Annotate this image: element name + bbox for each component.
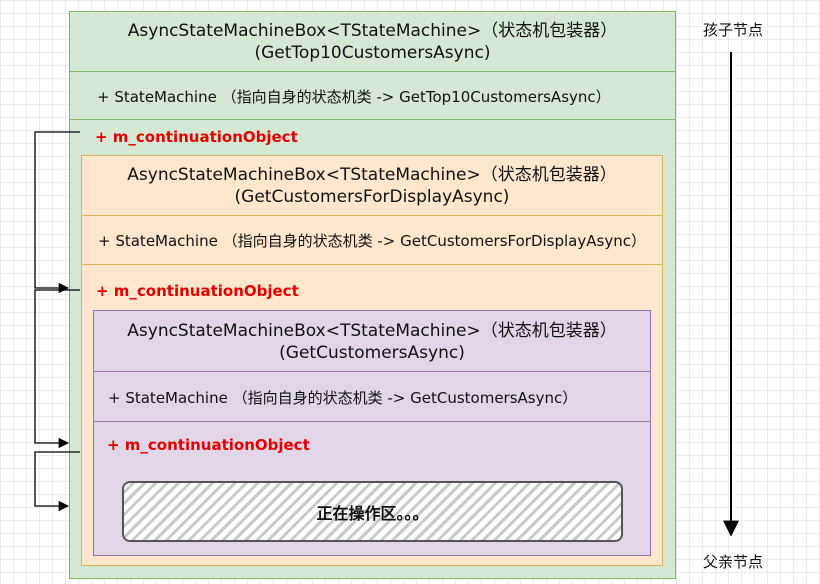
arrow-middle-to-inner — [34, 289, 80, 449]
middle-state-machine-field: + StateMachine （指向自身的状态机类 -> GetCustomer… — [98, 232, 646, 250]
working-area: 正在操作区。。。 — [122, 481, 623, 542]
outer-state-machine-field: + StateMachine （指向自身的状态机类 -> GetTop10Cus… — [97, 87, 611, 106]
working-area-label: 正在操作区。。。 — [316, 503, 429, 523]
inner-field-divider — [94, 421, 650, 422]
outer-continuation-field: + m_continuationObject — [95, 128, 298, 146]
outer-title-divider — [70, 71, 675, 72]
inner-title-divider — [94, 371, 650, 372]
inner-continuation-field: + m_continuationObject — [107, 436, 310, 454]
child-node-label: 孩子节点 — [703, 21, 764, 39]
outer-title-line1: AsyncStateMachineBox<TStateMachine>（状态机包… — [127, 21, 618, 41]
outer-title-line2: (GetTop10CustomersAsync) — [254, 43, 491, 63]
inner-title-line1: AsyncStateMachineBox<TStateMachine>（状态机包… — [127, 320, 617, 341]
arrow-inner-to-working — [34, 451, 80, 512]
middle-title-divider — [82, 215, 662, 216]
middle-title-line2: (GetCustomersForDisplayAsync) — [234, 187, 510, 207]
inner-state-machine-field: + StateMachine （指向自身的状态机类 -> GetCustomer… — [108, 388, 578, 407]
outer-box-title: AsyncStateMachineBox<TStateMachine>（状态机包… — [70, 12, 675, 72]
inner-box-title: AsyncStateMachineBox<TStateMachine>（状态机包… — [94, 311, 650, 372]
outer-field-divider — [70, 119, 675, 120]
arrow-outer-to-middle — [34, 131, 80, 294]
middle-title-line1: AsyncStateMachineBox<TStateMachine>（状态机包… — [127, 165, 617, 185]
middle-box-title: AsyncStateMachineBox<TStateMachine>（状态机包… — [82, 156, 662, 216]
parent-node-label: 父亲节点 — [703, 553, 764, 571]
inner-title-line2: (GetCustomersAsync) — [279, 342, 465, 363]
middle-field-divider — [82, 264, 662, 265]
middle-continuation-field: + m_continuationObject — [96, 282, 299, 300]
